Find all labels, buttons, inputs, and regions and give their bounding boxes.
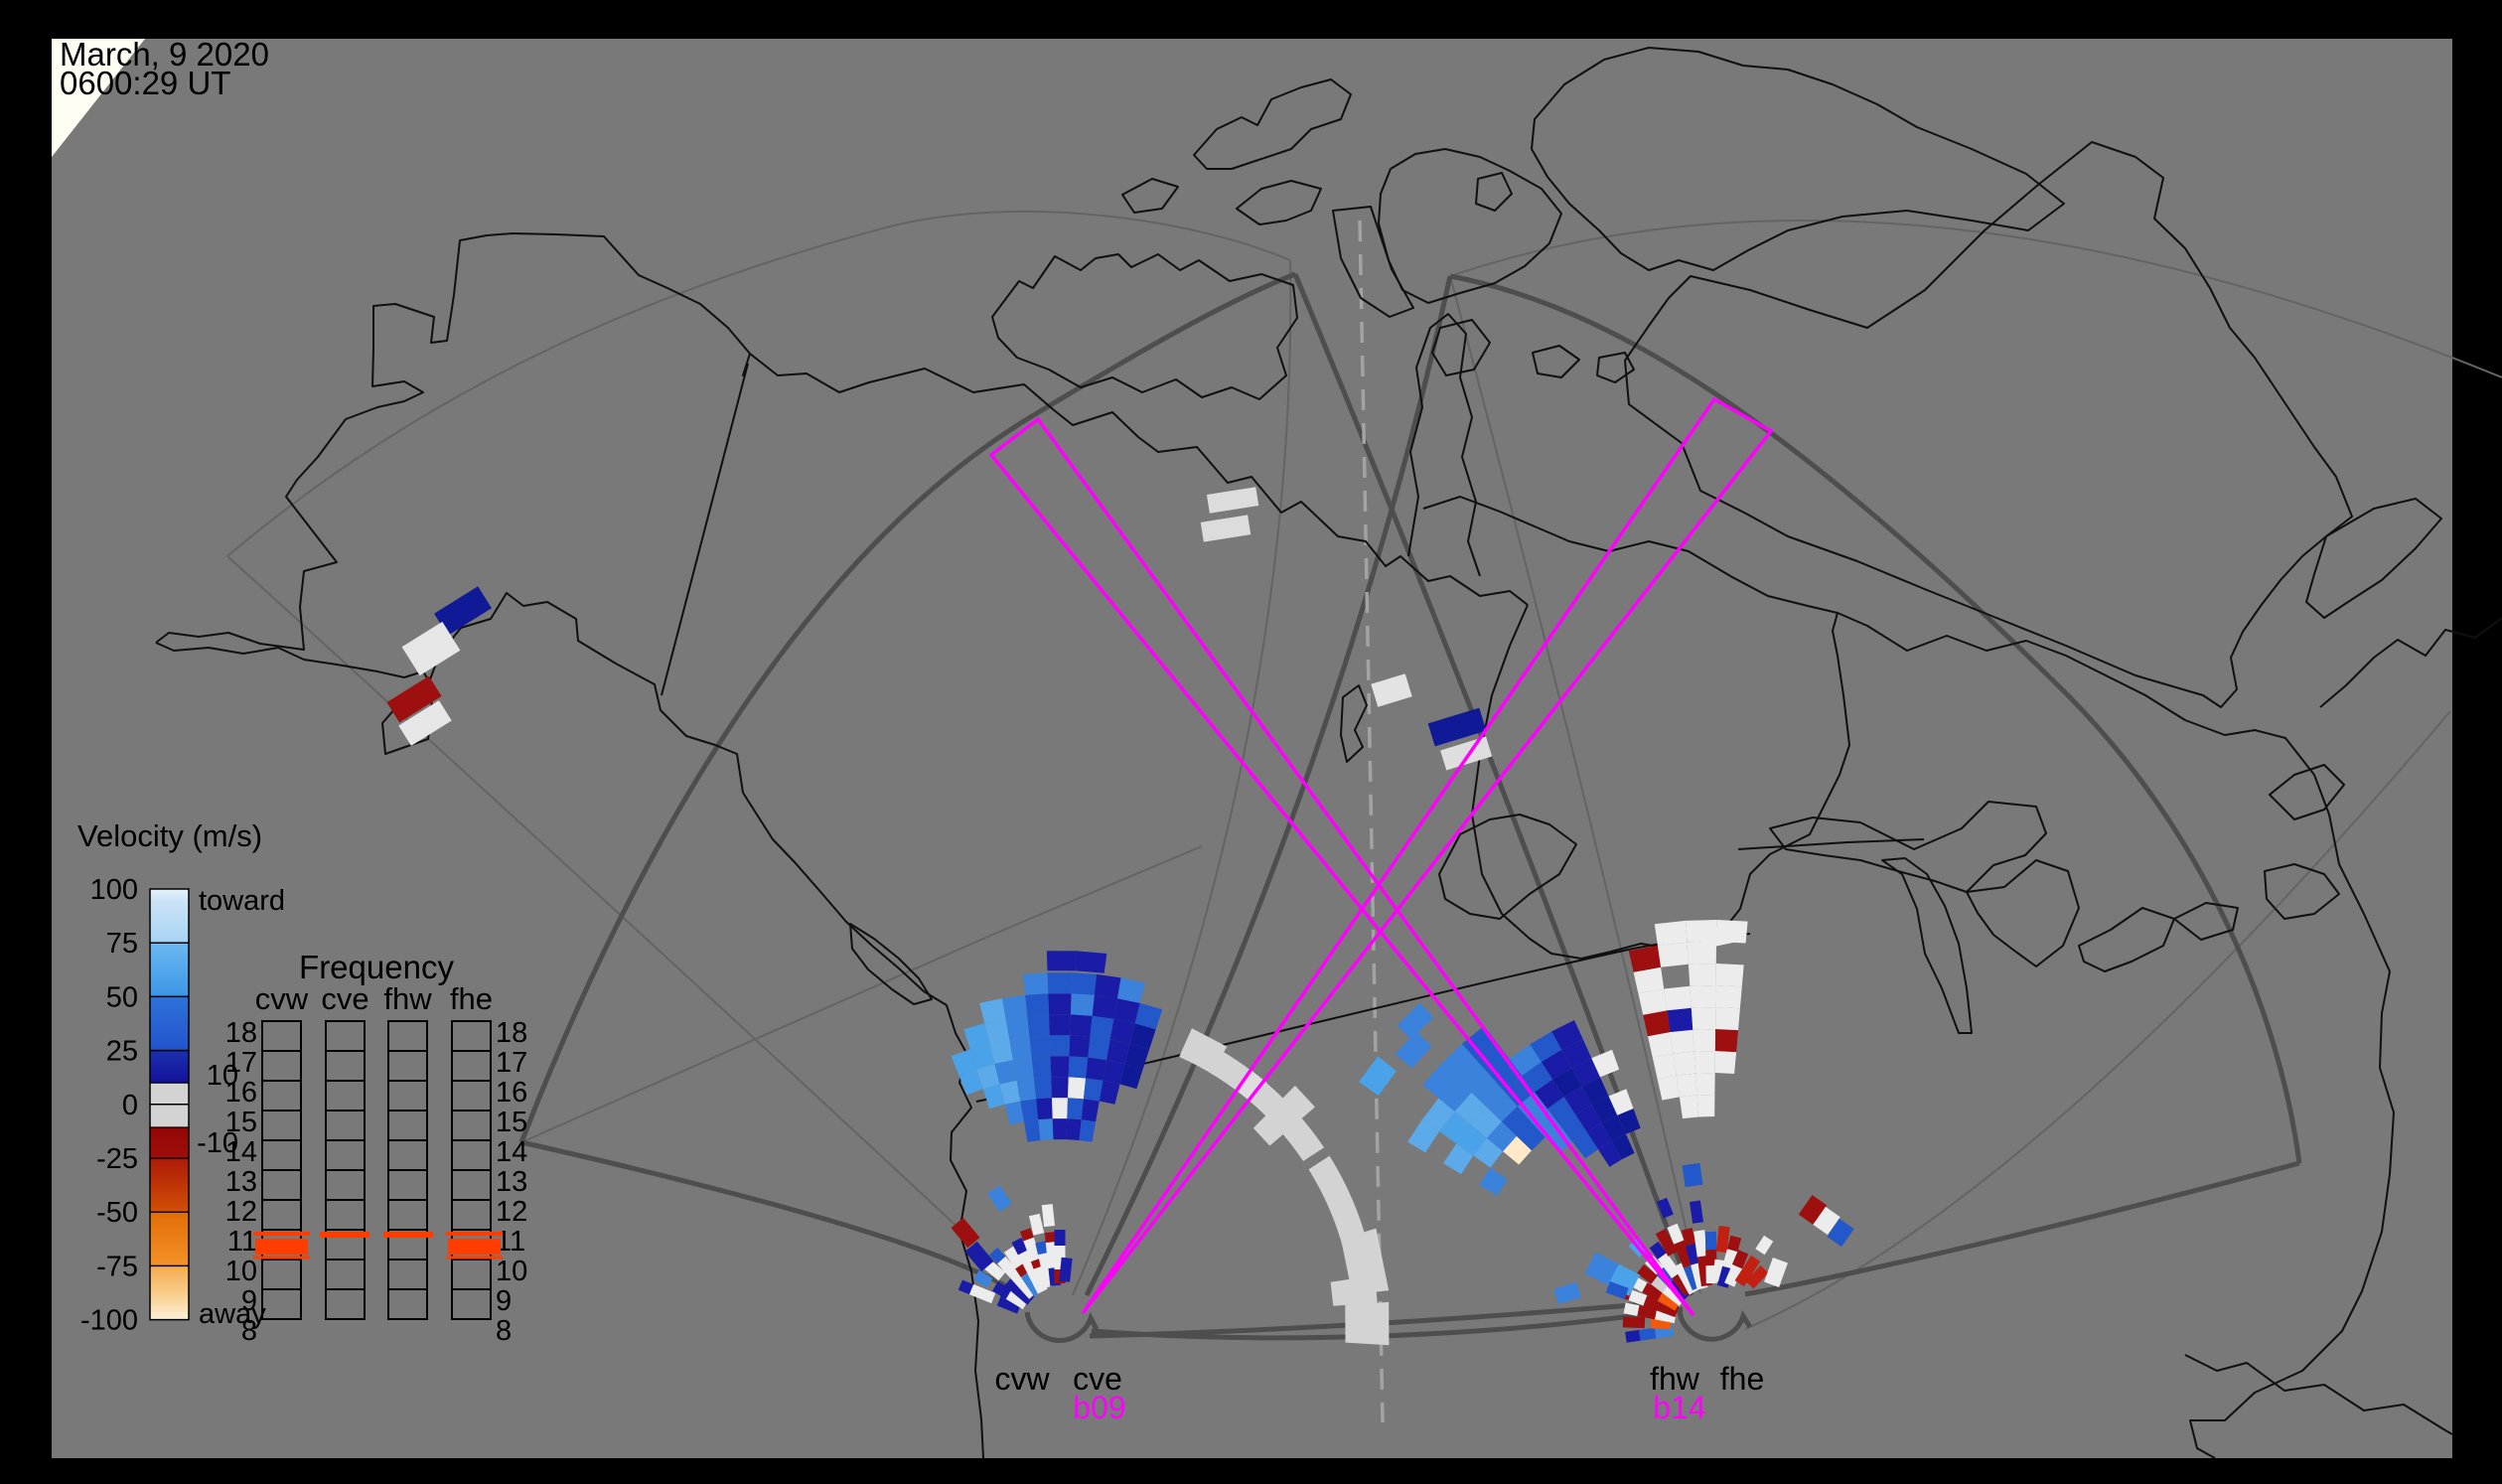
svg-text:15: 15	[225, 1107, 257, 1138]
svg-text:-50: -50	[96, 1197, 138, 1229]
svg-text:fhw: fhw	[1650, 1361, 1700, 1397]
svg-text:9: 9	[241, 1285, 257, 1317]
svg-text:75: 75	[106, 928, 138, 960]
svg-text:cvw: cvw	[255, 981, 309, 1016]
svg-text:8: 8	[241, 1315, 257, 1347]
svg-text:10: 10	[207, 1060, 238, 1092]
svg-text:cvw: cvw	[994, 1361, 1050, 1397]
svg-text:12: 12	[225, 1196, 257, 1228]
svg-text:11: 11	[496, 1226, 525, 1258]
svg-text:18: 18	[225, 1017, 257, 1049]
svg-text:8: 8	[496, 1315, 512, 1347]
svg-text:18: 18	[496, 1017, 527, 1049]
svg-text:11: 11	[227, 1226, 257, 1258]
svg-text:-100: -100	[80, 1305, 138, 1337]
svg-text:-75: -75	[96, 1251, 138, 1282]
svg-text:March, 9 2020: March, 9 2020	[60, 36, 269, 73]
svg-text:12: 12	[496, 1196, 527, 1228]
svg-text:away: away	[199, 1298, 266, 1330]
svg-text:14: 14	[496, 1136, 527, 1168]
svg-text:Velocity (m/s): Velocity (m/s)	[77, 818, 262, 853]
svg-text:10: 10	[225, 1256, 257, 1287]
svg-text:9: 9	[496, 1285, 512, 1317]
svg-text:-10: -10	[197, 1127, 238, 1159]
svg-text:13: 13	[225, 1166, 257, 1198]
svg-text:-25: -25	[96, 1143, 138, 1175]
svg-text:10: 10	[496, 1256, 527, 1287]
svg-text:cve: cve	[321, 981, 368, 1016]
svg-text:50: 50	[106, 981, 138, 1013]
svg-text:fhe: fhe	[450, 981, 493, 1016]
svg-text:b14: b14	[1653, 1390, 1705, 1425]
svg-text:13: 13	[496, 1166, 527, 1198]
svg-text:cve: cve	[1073, 1361, 1122, 1397]
svg-text:fhe: fhe	[1720, 1361, 1764, 1397]
svg-text:0600:29 UT: 0600:29 UT	[60, 65, 230, 101]
svg-text:25: 25	[106, 1036, 138, 1068]
svg-text:16: 16	[225, 1077, 257, 1109]
svg-text:17: 17	[225, 1047, 257, 1079]
svg-text:fhw: fhw	[383, 981, 432, 1016]
svg-text:b09: b09	[1073, 1390, 1125, 1425]
svg-text:16: 16	[496, 1077, 527, 1109]
svg-text:17: 17	[496, 1047, 527, 1079]
svg-text:toward: toward	[199, 885, 285, 917]
svg-text:Frequency: Frequency	[299, 949, 454, 985]
svg-text:14: 14	[225, 1136, 257, 1168]
svg-text:15: 15	[496, 1107, 527, 1138]
svg-text:0: 0	[122, 1090, 138, 1121]
svg-text:100: 100	[90, 874, 138, 906]
